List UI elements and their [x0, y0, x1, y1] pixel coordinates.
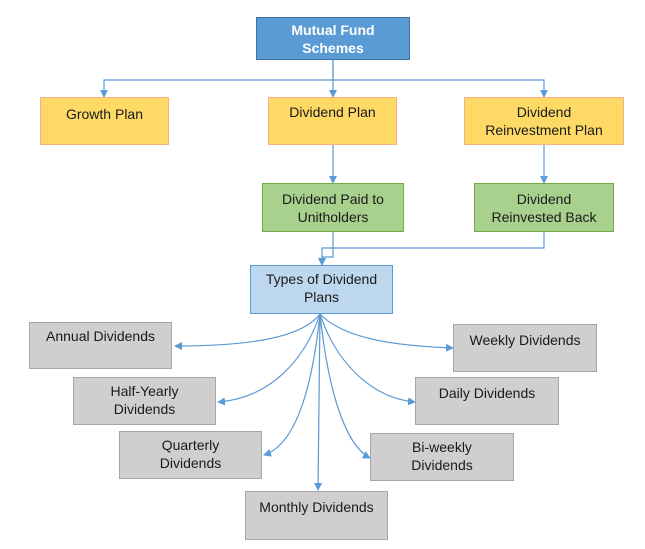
node-growth-plan[interactable]: Growth Plan	[40, 97, 169, 145]
edge-types-to-monthly	[314, 313, 323, 491]
node-dividend-reinvestment-plan[interactable]: Dividend Reinvestment Plan	[464, 97, 624, 145]
edge-types-to-biweekly	[319, 313, 371, 459]
edge-types-to-quarterly	[263, 313, 321, 457]
node-half-yearly-dividends[interactable]: Half-Yearly Dividends	[73, 377, 216, 425]
node-daily-dividends[interactable]: Daily Dividends	[415, 377, 559, 425]
node-dividend-paid-to-unitholders[interactable]: Dividend Paid to Unitholders	[262, 183, 404, 232]
edge-reinvested-to-types	[318, 232, 545, 266]
edge-types-to-halfyearly	[217, 313, 321, 406]
node-dividend-reinvested-back[interactable]: Dividend Reinvested Back	[474, 183, 614, 232]
edge-types-to-annual	[174, 313, 321, 350]
node-types-of-dividend-plans[interactable]: Types of Dividend Plans	[250, 265, 393, 314]
node-biweekly-dividends[interactable]: Bi-weekly Dividends	[370, 433, 514, 481]
node-annual-dividends[interactable]: Annual Dividends	[29, 322, 172, 369]
node-monthly-dividends[interactable]: Monthly Dividends	[245, 491, 388, 540]
edge-root-to-reinvestment	[333, 79, 548, 98]
edge-types-to-daily	[319, 313, 416, 406]
edge-types-to-weekly	[319, 313, 454, 352]
node-weekly-dividends[interactable]: Weekly Dividends	[453, 324, 597, 372]
node-quarterly-dividends[interactable]: Quarterly Dividends	[119, 431, 262, 479]
edge-root-to-growth	[100, 60, 334, 98]
node-dividend-plan[interactable]: Dividend Plan	[268, 97, 397, 145]
node-mutual-fund-schemes[interactable]: Mutual Fund Schemes	[256, 17, 410, 60]
